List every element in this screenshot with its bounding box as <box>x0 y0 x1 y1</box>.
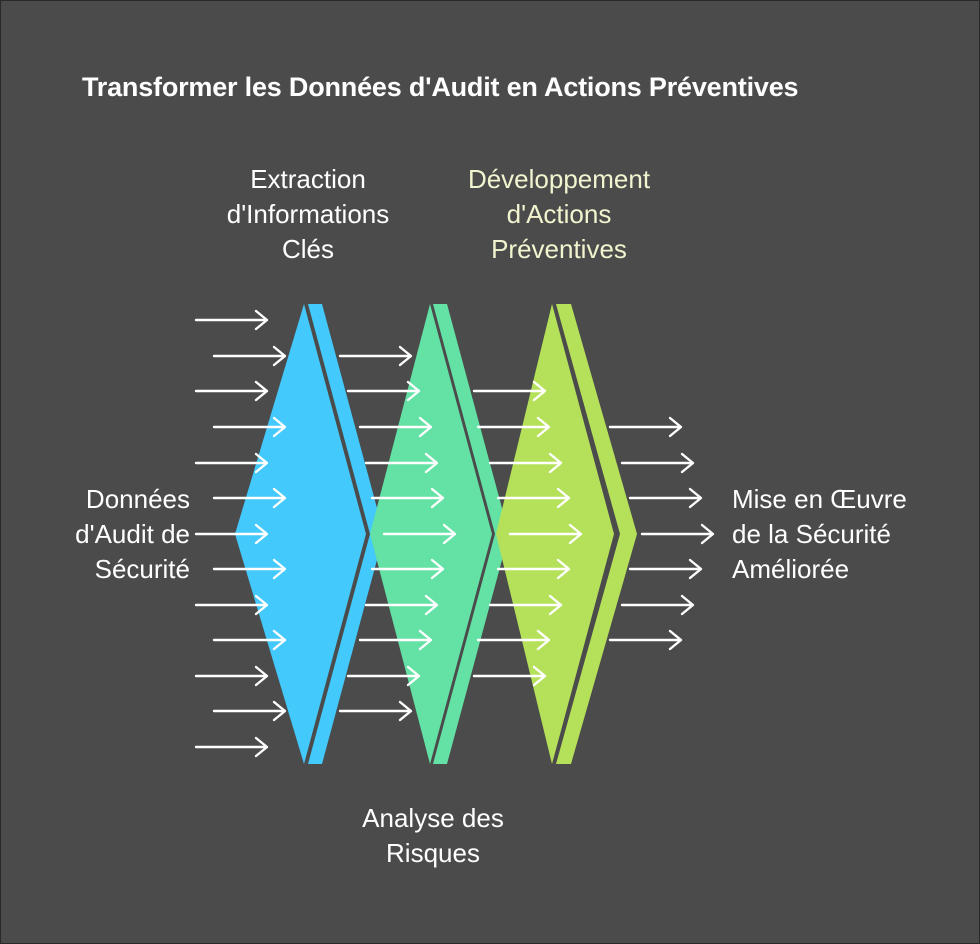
label-line: Sécurité <box>94 554 190 584</box>
label-line: d'Actions <box>506 199 612 229</box>
label-line: Risques <box>386 838 480 868</box>
label-line: Données <box>85 484 190 514</box>
label-line: Préventives <box>491 234 627 264</box>
label-line: Analyse des <box>362 803 504 833</box>
stage-extraction-shape <box>235 304 384 764</box>
label-line: Améliorée <box>732 554 850 584</box>
stage-analyse-label: Analyse des Risques <box>330 801 536 871</box>
label-line: d'Informations <box>226 199 390 229</box>
stage-developpement-label: Développement d'Actions Préventives <box>440 162 678 267</box>
label-line: de la Sécurité <box>732 519 891 549</box>
input-label: Données d'Audit de Sécurité <box>30 482 190 587</box>
stage-extraction-label: Extraction d'Informations Clés <box>190 162 426 267</box>
label-line: Mise en Œuvre <box>732 484 907 514</box>
output-label: Mise en Œuvre de la Sécurité Améliorée <box>732 482 972 587</box>
label-line: Extraction <box>250 164 366 194</box>
label-line: d'Audit de <box>75 519 190 549</box>
label-line: Clés <box>281 234 334 264</box>
diagram-title: Transformer les Données d'Audit en Actio… <box>82 72 799 102</box>
label-line: Développement <box>467 164 651 194</box>
